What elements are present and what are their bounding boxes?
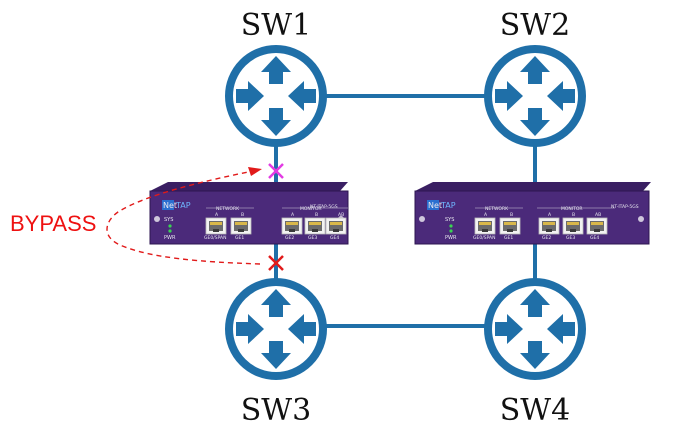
ethernet-port-icon [281,217,303,235]
router-icon [229,49,323,143]
model-label: NT-ITAP-5GS [310,204,338,210]
switch-label-sw3: SW3 [241,393,311,428]
model-label: NT-ITAP-5GS [611,204,639,210]
switch-label-sw4: SW4 [500,393,570,428]
router-icon [229,282,323,376]
port-bottom-label: GE0/SPAN [204,235,226,241]
sys-label: SYS [164,217,173,223]
port-bottom-label: GE3 [566,235,575,241]
port-top-label: AB [338,212,344,218]
port-top-label: B [315,212,318,218]
router-icon [488,282,582,376]
brand-name: Net [163,201,177,210]
port-top-label: B [510,212,513,218]
port-top-label: A [484,212,488,218]
port-bottom-label: GE3 [308,235,317,241]
port-bottom-label: GE2 [285,235,294,241]
tap-device-1: Net TAP NT-ITAP-5GS SYS PWR NETWORK A B … [149,182,349,245]
ethernet-port-icon [474,217,496,235]
sys-led [168,224,172,228]
ethernet-port-icon [205,217,227,235]
pwr-label: PWR [164,235,176,241]
brand-tap: TAP [440,201,456,210]
port-top-label: A [215,212,219,218]
monitor-label: MONITOR [561,206,583,212]
pwr-label: PWR [445,235,457,241]
brand-badge [427,200,439,210]
network-label: NETWORK [216,206,240,212]
sys-led [449,224,453,228]
ethernet-port-icon [562,217,584,235]
switch-label-sw2: SW2 [500,8,570,43]
port-top-label: AB [595,212,601,218]
brand-name: Net [428,201,442,210]
sys-label: SYS [445,217,454,223]
brand-tap: TAP [175,201,191,210]
ethernet-port-icon [230,217,252,235]
ethernet-port-icon [304,217,326,235]
port-bottom-label: GE2 [542,235,551,241]
bypass-path [106,171,261,265]
switch-label-sw1: SW1 [241,8,311,43]
ethernet-port-icon [586,217,608,235]
ethernet-port-icon [325,217,347,235]
ethernet-port-icon [538,217,560,235]
network-label: NETWORK [485,206,509,212]
port-bottom-label: GE4 [330,235,339,241]
bypass-label: BYPASS [10,211,96,236]
pwr-led [449,229,453,233]
router-icon [488,49,582,143]
brand-badge [162,200,174,210]
bypass-arrowhead-icon [248,167,262,176]
port-top-label: A [548,212,552,218]
port-top-label: A [291,212,295,218]
ethernet-port-icon [499,217,521,235]
x-mark-top [268,163,284,179]
port-top-label: B [241,212,244,218]
port-bottom-label: GE1 [235,235,244,241]
port-top-label: B [572,212,575,218]
tap-device-2: Net TAP NT-ITAP-5GS SYS PWR NETWORK A B … [414,182,651,245]
monitor-label: MONITOR [300,206,322,212]
port-bottom-label: GE4 [590,235,599,241]
port-bottom-label: GE1 [504,235,513,241]
x-mark-bottom [268,255,284,271]
pwr-led [168,229,172,233]
port-bottom-label: GE0/SPAN [473,235,495,241]
